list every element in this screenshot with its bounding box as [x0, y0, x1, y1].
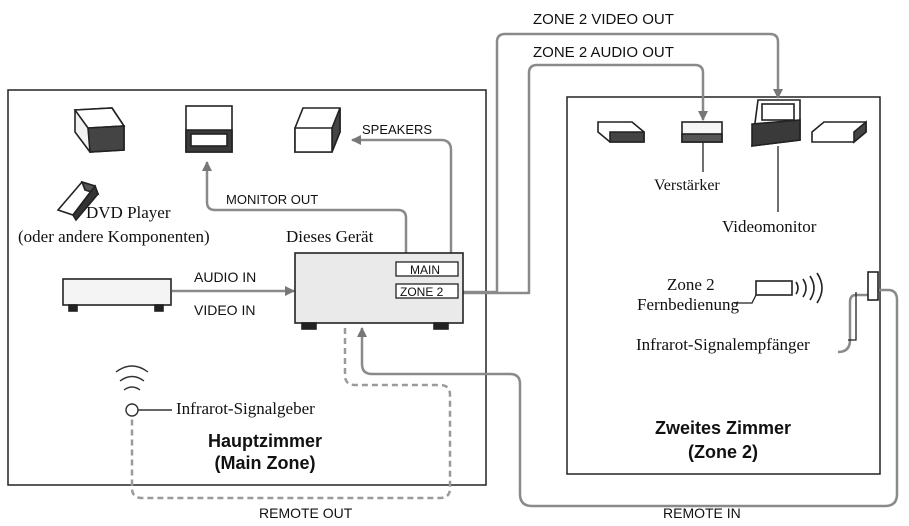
zone2-audio-cable [454, 63, 708, 295]
remote-in-cable-main [357, 288, 899, 508]
second-zone-title-1: Zweites Zimmer [655, 418, 791, 438]
ir-receiver-device [848, 271, 879, 341]
speakers-cable [351, 135, 453, 258]
remote-out-cable [130, 328, 452, 500]
main-zone-room [7, 89, 487, 486]
monitor-out-label: MONITOR OUT [226, 192, 318, 207]
zone2-audio-out-label: ZONE 2 AUDIO OUT [533, 44, 674, 61]
receiver-unit [294, 252, 464, 330]
dvd-player-icon [56, 180, 100, 222]
second-zone-room [566, 96, 881, 475]
zone2-remote-label-1: Zone 2 [667, 275, 715, 294]
main-terminal-label: MAIN [410, 263, 440, 277]
remote-out-label: REMOTE OUT [259, 505, 353, 521]
zone2-left-speaker [597, 121, 645, 143]
zone2-right-speaker [811, 120, 867, 144]
main-center-speaker [185, 105, 233, 153]
speakers-label: SPEAKERS [362, 122, 432, 137]
ir-emitter-label: Infrarot-Signalgeber [176, 399, 315, 418]
audio-in-label: AUDIO IN [194, 269, 256, 285]
zone2-video-out-label: ZONE 2 VIDEO OUT [533, 11, 674, 28]
remote-in-label: REMOTE IN [663, 505, 741, 521]
main-zone-title-2: (Main Zone) [215, 453, 316, 473]
dvd-player-label: DVD Player [86, 203, 171, 222]
ir-emitter-icon [115, 365, 172, 417]
remote-in-cable [837, 293, 868, 354]
main-zone-title-1: Hauptzimmer [208, 431, 322, 451]
video-in-label: VIDEO IN [194, 302, 255, 318]
zone2-terminal-label: ZONE 2 [400, 285, 444, 299]
this-unit-label: Dieses Gerät [286, 227, 374, 246]
amplifier-label: Verstärker [654, 177, 720, 194]
main-left-speaker [73, 107, 126, 153]
dvd-device [62, 278, 172, 312]
video-monitor-label: Videomonitor [722, 217, 817, 236]
main-terminal [395, 261, 459, 277]
second-zone-title-2: (Zone 2) [688, 442, 758, 462]
main-right-speaker [294, 107, 341, 153]
amplifier-device [681, 121, 723, 172]
ir-receiver-label: Infrarot-Signalempfänger [636, 335, 810, 354]
zone2-remote-label-2: Fernbedienung [637, 295, 739, 314]
video-monitor-device [751, 99, 801, 212]
zone2-video-cable [454, 32, 783, 294]
monitor-out-cable [202, 161, 408, 258]
zone2-remote-device [734, 272, 823, 304]
dvd-player-sublabel: (oder andere Komponenten) [18, 227, 210, 246]
zone2-terminal [395, 283, 459, 299]
